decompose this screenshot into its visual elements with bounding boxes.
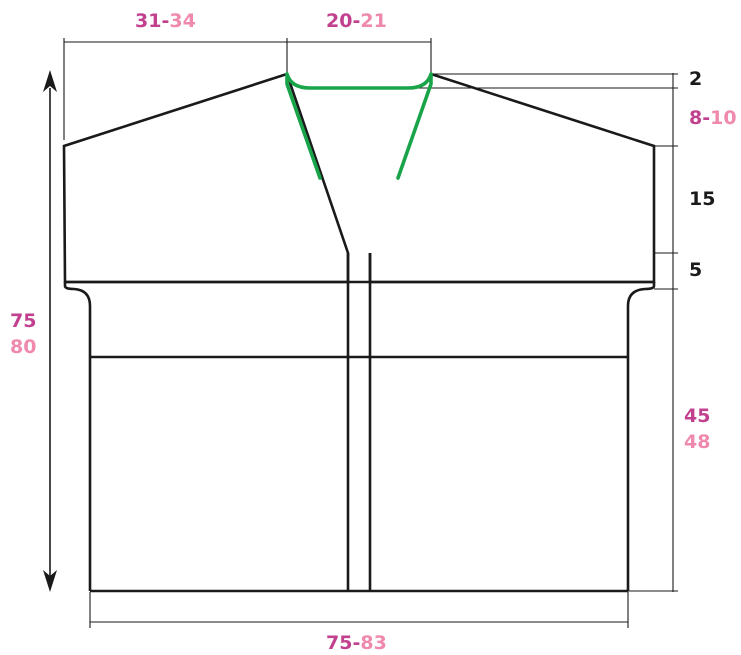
total-length-size-1: 75	[10, 310, 37, 332]
left-front-yoke	[62, 72, 350, 284]
neck-depth-label: 2	[689, 68, 703, 90]
neck-width-size-2: 21	[360, 10, 387, 32]
body-left-side	[63, 282, 92, 591]
neckband	[285, 72, 433, 180]
hem-width-size-1: 75	[326, 632, 353, 654]
shoulder-slope-separator: -	[702, 107, 711, 129]
shoulder-width-separator: -	[161, 10, 170, 32]
shoulder-slope-size-1: 8	[689, 107, 703, 129]
arrow-up-icon	[43, 70, 57, 92]
hem-width-label: 75-83	[326, 633, 387, 653]
garment-outline	[62, 72, 656, 593]
shoulder-slope-size-2: 10	[710, 107, 737, 129]
body-length-label: 45 48	[684, 406, 710, 452]
neck-width-separator: -	[352, 10, 361, 32]
yoke-band-label: 5	[689, 259, 703, 281]
hem-width-separator: -	[352, 632, 361, 654]
body-right-side	[626, 282, 656, 591]
arrow-down-icon	[43, 570, 57, 592]
body-length-size-1: 45	[684, 405, 711, 427]
neck-width-size-1: 20	[326, 10, 353, 32]
total-length-size-2: 80	[10, 336, 37, 358]
hem-width-size-2: 83	[360, 632, 387, 654]
armhole-label: 15	[689, 188, 716, 210]
shoulder-slope-label: 8-10	[689, 108, 737, 128]
shoulder-width-label: 31-34	[135, 11, 196, 31]
neck-width-label: 20-21	[326, 11, 387, 31]
shoulder-width-size-1: 31	[135, 10, 162, 32]
right-front-yoke	[368, 72, 656, 284]
dimension-lines	[43, 38, 678, 628]
total-length-label: 75 80	[10, 311, 36, 357]
body-length-size-2: 48	[684, 431, 711, 453]
shoulder-width-size-2: 34	[169, 10, 196, 32]
